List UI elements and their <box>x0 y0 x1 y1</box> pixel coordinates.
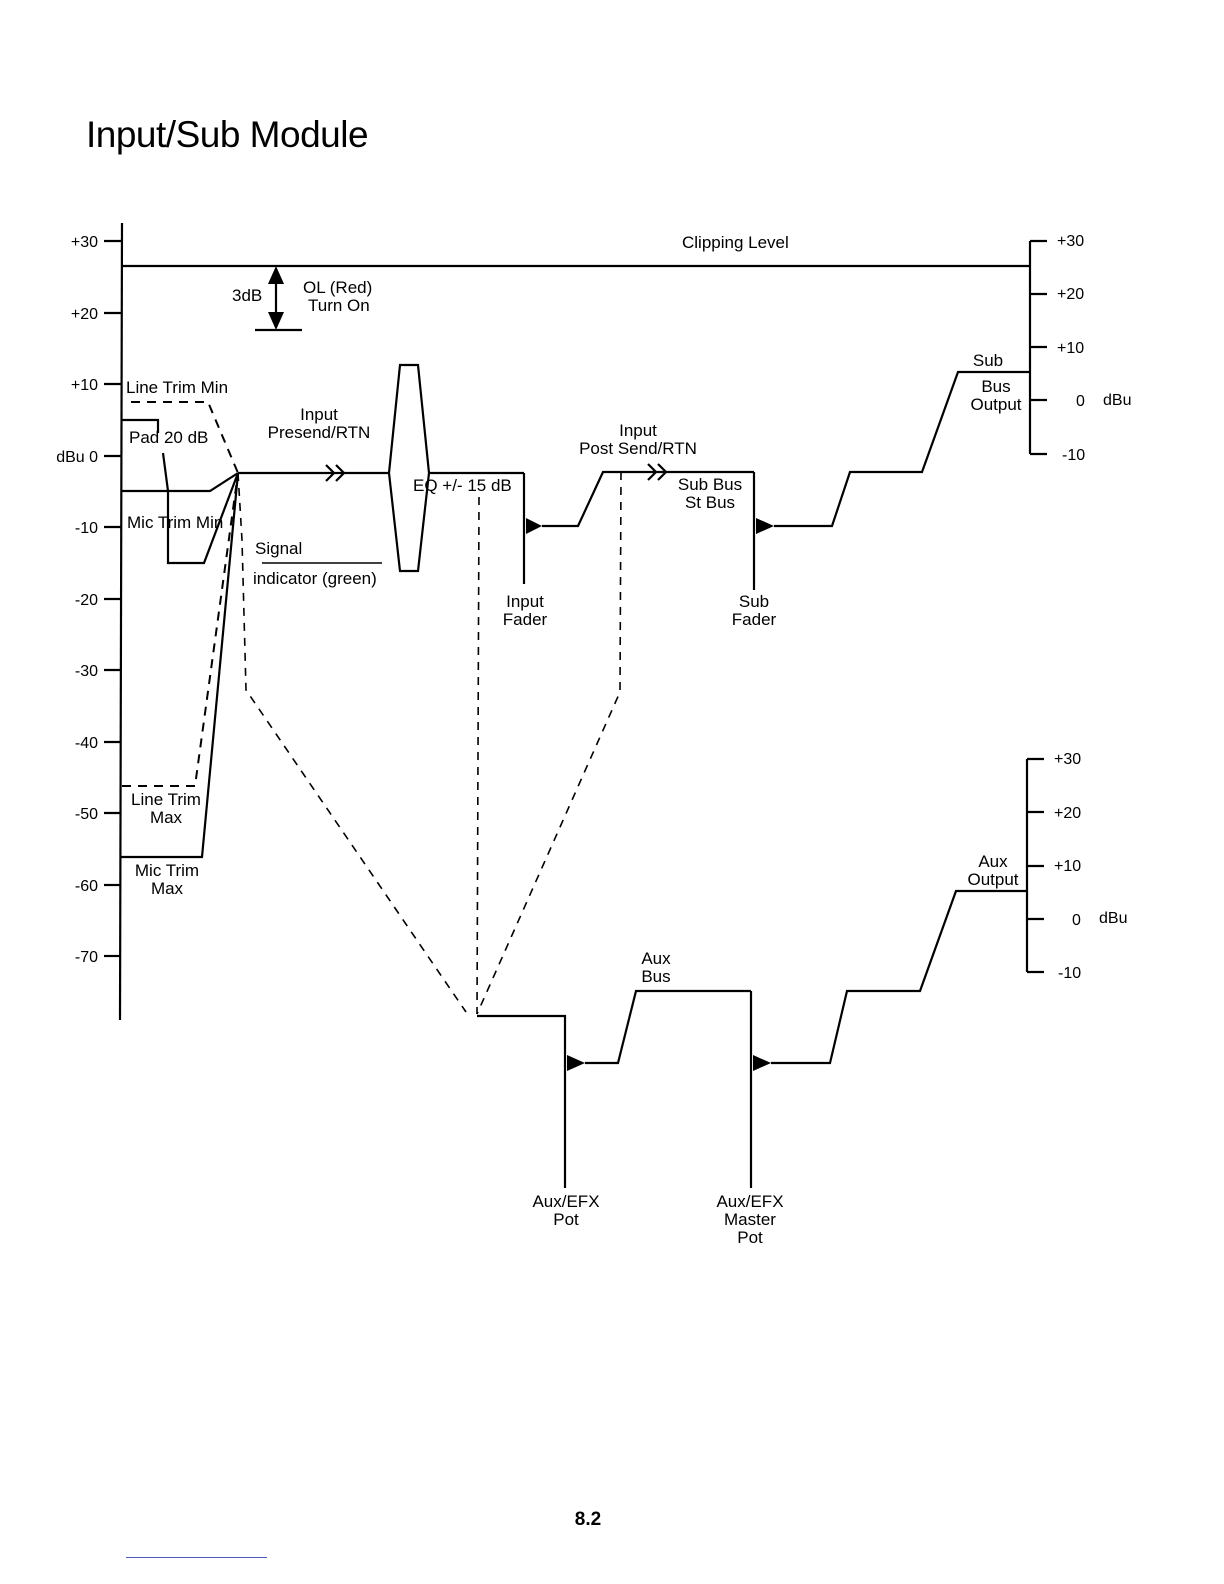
sub-bus-label: Sub Bus <box>678 475 742 494</box>
turn-on-label: Turn On <box>308 296 370 315</box>
sub-fader: Sub Fader Sub Bus Output <box>732 351 1030 629</box>
aux-bus-label: Aux <box>641 949 671 968</box>
aux-output-label: Output <box>967 870 1018 889</box>
left-axis-tick-label: +30 <box>71 234 98 251</box>
page-number: 8.2 <box>574 1509 602 1530</box>
aux-pot: Aux/EFX Pot Aux Bus <box>477 949 751 1229</box>
left-axis-tick-label: +10 <box>71 377 98 394</box>
input-presend-label: Input <box>300 405 338 424</box>
eq-section: EQ +/- 15 dB <box>387 363 524 573</box>
input-presend-label: Presend/RTN <box>268 423 371 442</box>
pad-label: Pad 20 dB <box>129 428 208 447</box>
mic-trim-max-label: Max <box>151 879 184 898</box>
sub-scale-tick-label: 0 <box>1076 393 1085 410</box>
aux-master-pot-label: Master <box>724 1210 776 1229</box>
aux-master-pot-label: Aux/EFX <box>716 1192 783 1211</box>
trim-section: Line Trim Min Pad 20 dB Mic Trim Min Lin… <box>121 378 240 898</box>
clipping-level-label: Clipping Level <box>682 233 789 252</box>
left-axis-tick-label: dBu 0 <box>56 449 98 466</box>
aux-scale-tick-label: -10 <box>1058 965 1081 982</box>
ol-label: OL (Red) <box>303 278 372 297</box>
input-presend-path: Input Presend/RTN Signal indicator (gree… <box>238 405 390 588</box>
headroom-arrow: 3dB OL (Red) Turn On <box>232 266 372 332</box>
footer-rule <box>126 1557 267 1558</box>
sub-scale-tick-label: +10 <box>1057 340 1084 357</box>
line-trim-max-label: Max <box>150 808 183 827</box>
aux-master-pot-label: Pot <box>737 1228 763 1247</box>
page-title: Input/Sub Module <box>86 114 369 155</box>
signal-indicator-label: indicator (green) <box>253 569 377 588</box>
left-axis-tick-label: -50 <box>75 806 98 823</box>
sub-scale-tick-label: +30 <box>1057 233 1084 250</box>
left-axis-tick-label: -70 <box>75 949 98 966</box>
mic-trim-min-label: Mic Trim Min <box>127 513 223 532</box>
left-dbu-axis: +30 +20 +10 dBu 0 -10 -20 -30 -40 -50 -6… <box>56 222 124 1021</box>
sub-bus-label: St Bus <box>685 493 735 512</box>
sub-output-label: Output <box>970 395 1021 414</box>
clipping-level: Clipping Level <box>122 233 1030 268</box>
sub-output-label: Sub <box>973 351 1003 370</box>
aux-bus-label: Bus <box>641 967 670 986</box>
input-postsend-label: Input <box>619 421 657 440</box>
aux-output-label: Aux <box>978 852 1008 871</box>
mic-trim-max-label: Mic Trim <box>135 861 199 880</box>
left-axis-tick-label: +20 <box>71 306 98 323</box>
signal-label: Signal <box>255 539 302 558</box>
sub-fader-label: Sub <box>739 592 769 611</box>
aux-scale-tick-label: 0 <box>1072 912 1081 929</box>
line-trim-max-label: Line Trim <box>131 790 201 809</box>
aux-send-paths <box>237 471 622 1015</box>
line-trim-min-label: Line Trim Min <box>126 378 228 397</box>
left-axis-tick-label: -20 <box>75 592 98 609</box>
aux-scale-tick-label: +20 <box>1054 805 1081 822</box>
sub-fader-label: Fader <box>732 610 777 629</box>
input-fader-label: Fader <box>503 610 548 629</box>
sub-scale-unit: dBu <box>1103 392 1131 409</box>
input-fader-label: Input <box>506 592 544 611</box>
aux-scale-tick-label: +10 <box>1054 858 1081 875</box>
sub-output-scale: +30 +20 +10 0 -10 dBu <box>1028 233 1131 464</box>
sub-scale-tick-label: +20 <box>1057 286 1084 303</box>
input-postsend-path: Input Post Send/RTN Sub Bus St Bus <box>579 421 754 512</box>
sub-scale-tick-label: -10 <box>1062 447 1085 464</box>
headroom-label: 3dB <box>232 286 262 305</box>
aux-pot-label: Pot <box>553 1210 579 1229</box>
left-axis-tick-label: -60 <box>75 878 98 895</box>
aux-scale-unit: dBu <box>1099 910 1127 927</box>
aux-scale-tick-label: +30 <box>1054 751 1081 768</box>
input-fader: Input Fader <box>503 470 650 629</box>
aux-pot-label: Aux/EFX <box>532 1192 599 1211</box>
aux-master-pot: Aux/EFX Master Pot Aux Output <box>716 852 1027 1247</box>
left-axis-tick-label: -10 <box>75 520 98 537</box>
aux-output-scale: +30 +20 +10 0 -10 dBu <box>1025 751 1127 982</box>
left-axis-tick-label: -40 <box>75 735 98 752</box>
input-postsend-label: Post Send/RTN <box>579 439 697 458</box>
sub-output-label: Bus <box>981 377 1010 396</box>
left-axis-tick-label: -30 <box>75 663 98 680</box>
eq-label: EQ +/- 15 dB <box>413 476 512 495</box>
